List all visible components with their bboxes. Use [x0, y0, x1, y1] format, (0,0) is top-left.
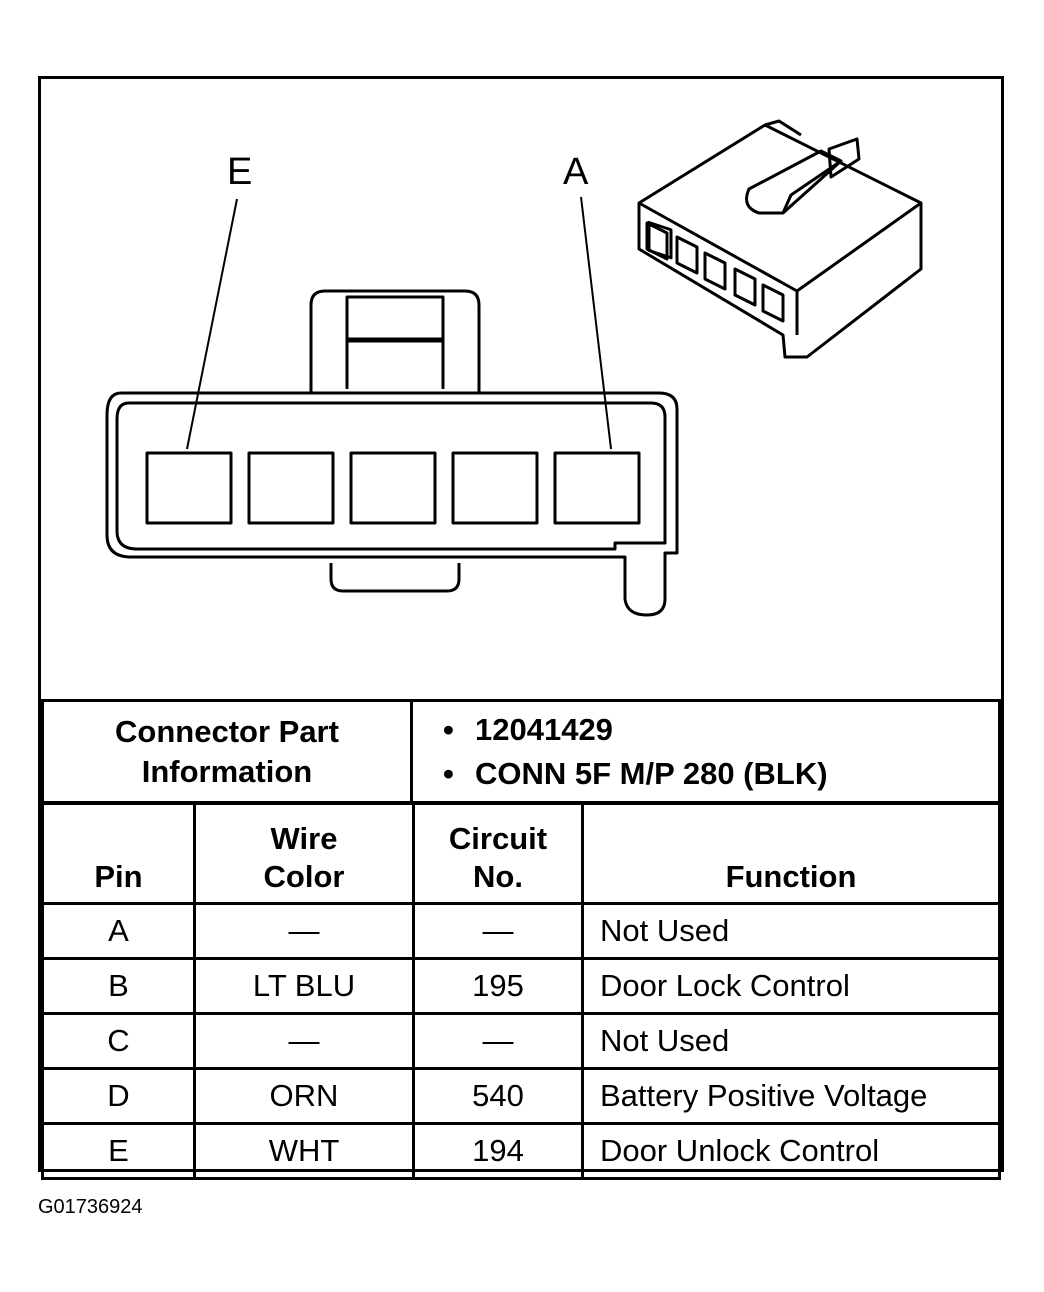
info-label-line-1: Connector Part	[115, 714, 339, 749]
header-circuit: Circuit No.	[412, 801, 584, 905]
figure-id: G01736924	[38, 1196, 143, 1218]
header-wire-color: Wire Color	[193, 801, 415, 905]
wire-color-cell: —	[193, 1012, 415, 1070]
connector-drawing	[105, 119, 923, 617]
table-row: B LT BLU 195 Door Lock Control	[41, 957, 1001, 1015]
connector-info-table: Connector Part Information • 12041429 • CO…	[41, 699, 1001, 805]
circuit-cell: 540	[412, 1067, 584, 1125]
wire-color-cell: LT BLU	[193, 957, 415, 1015]
cavity-b	[451, 451, 539, 525]
pin-table: Pin Wire Color Circuit No. Function A — …	[41, 801, 1001, 1180]
cavity-c	[349, 451, 437, 525]
connector-latch	[309, 289, 481, 393]
connector-3d-view	[637, 119, 923, 359]
latch-window	[345, 295, 445, 341]
pin-table-header: Pin Wire Color Circuit No. Function	[41, 801, 1001, 905]
pin-cell: D	[41, 1067, 196, 1125]
callout-a: A	[563, 151, 589, 193]
circuit-cell: —	[412, 1012, 584, 1070]
circuit-cell: 195	[412, 957, 584, 1015]
bullet-icon: •	[443, 712, 454, 747]
info-label-line-2: Information	[141, 754, 313, 789]
connector-description: CONN 5F M/P 280 (BLK)	[475, 756, 828, 791]
circuit-cell: —	[412, 902, 584, 960]
leader-line-e	[186, 198, 238, 450]
table-row: A — — Not Used	[41, 902, 1001, 960]
callout-e: E	[227, 151, 253, 193]
connector-info-label: Connector Part Information	[41, 699, 413, 805]
pin-cell: E	[41, 1122, 196, 1180]
table-row: E WHT 194 Door Unlock Control	[41, 1122, 1001, 1180]
part-number: 12041429	[475, 712, 613, 747]
function-cell: Battery Positive Voltage	[581, 1067, 1001, 1125]
table-row: D ORN 540 Battery Positive Voltage	[41, 1067, 1001, 1125]
header-pin: Pin	[41, 801, 196, 905]
cavity-d	[247, 451, 335, 525]
connector-info-values: • 12041429 • CONN 5F M/P 280 (BLK)	[410, 699, 1001, 805]
function-cell: Not Used	[581, 1012, 1001, 1070]
wire-color-cell: —	[193, 902, 415, 960]
connector-diagram: E A	[41, 79, 1001, 703]
pin-cell: A	[41, 902, 196, 960]
function-cell: Door Lock Control	[581, 957, 1001, 1015]
figure-frame: E A Connector Part Information • 12041429…	[38, 76, 1004, 1180]
cavity-e	[145, 451, 233, 525]
bullet-icon: •	[443, 756, 454, 791]
header-function: Function	[581, 801, 1001, 905]
pin-cell: B	[41, 957, 196, 1015]
function-cell: Door Unlock Control	[581, 1122, 1001, 1180]
function-cell: Not Used	[581, 902, 1001, 960]
connector-info-row: Connector Part Information • 12041429 • CO…	[41, 699, 1001, 805]
leader-line-a	[580, 196, 612, 450]
wire-color-cell: ORN	[193, 1067, 415, 1125]
pin-cell: C	[41, 1012, 196, 1070]
connector-bottom-tab	[329, 563, 461, 593]
table-row: C — — Not Used	[41, 1012, 1001, 1070]
wire-color-cell: WHT	[193, 1122, 415, 1180]
cavity-a	[553, 451, 641, 525]
connector-body	[105, 391, 679, 617]
circuit-cell: 194	[412, 1122, 584, 1180]
